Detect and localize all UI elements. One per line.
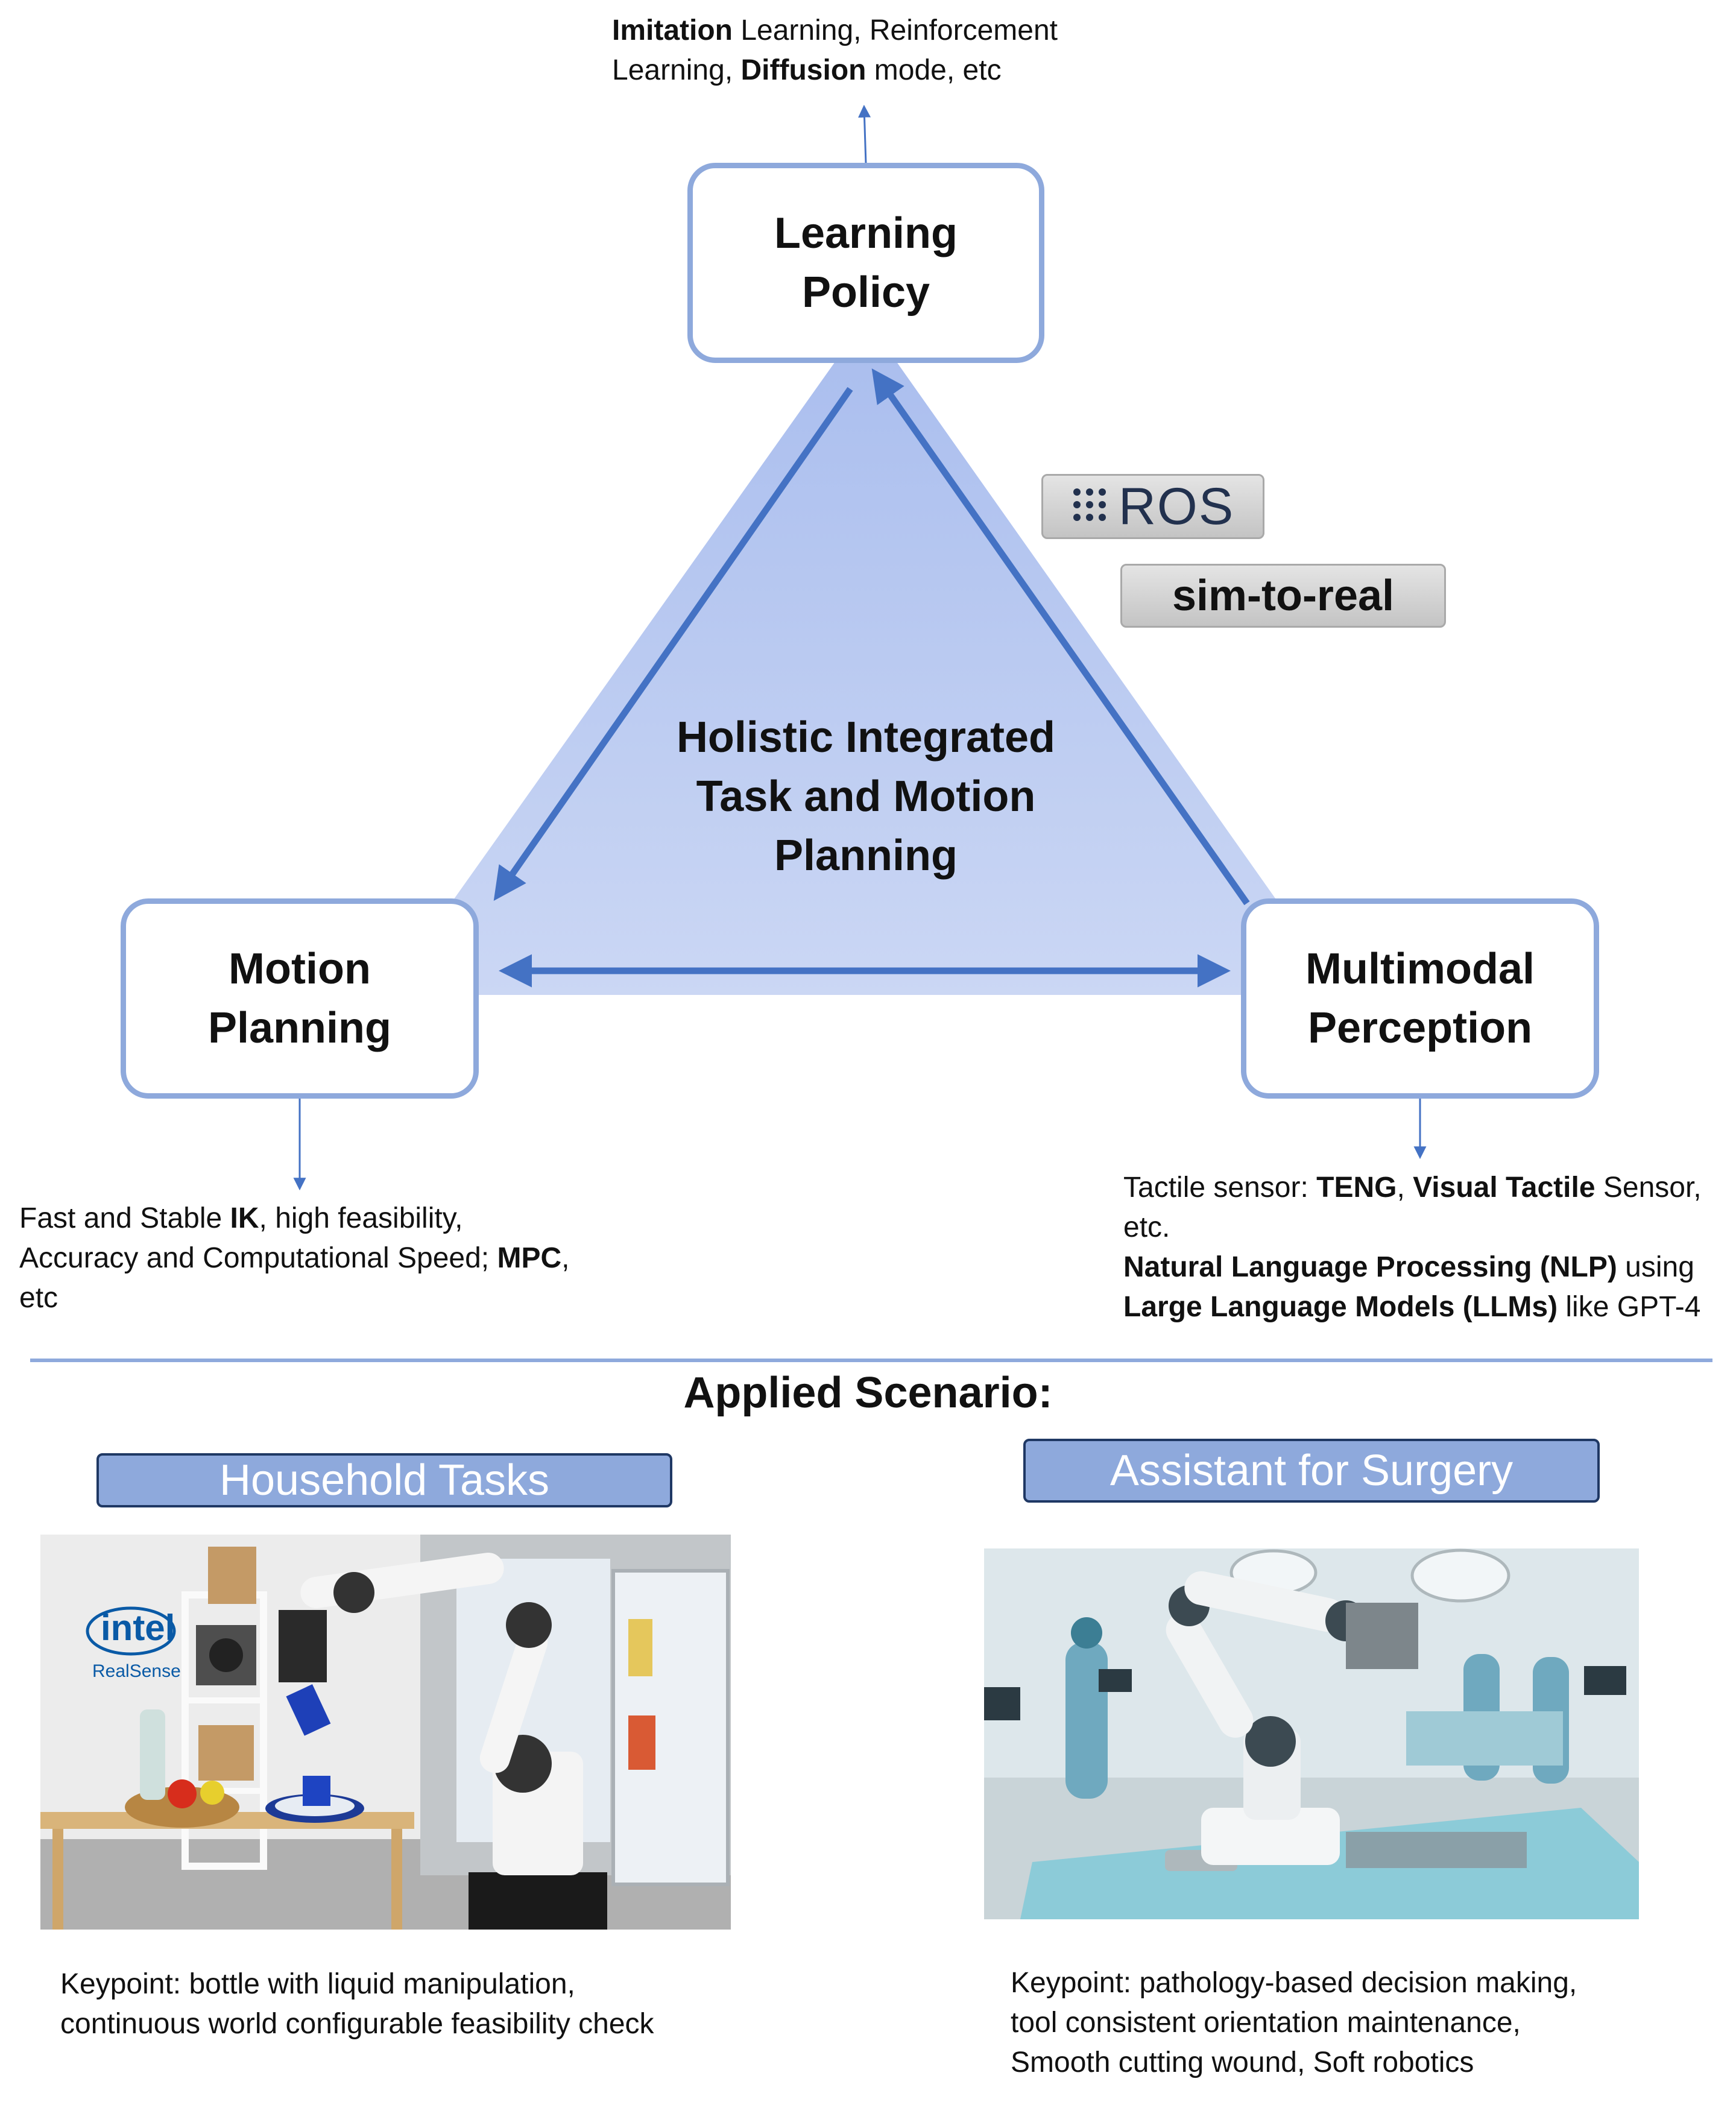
surgery-robot-photo bbox=[984, 1548, 1639, 1919]
center-title: Holistic Integrated Task and Motion Plan… bbox=[676, 713, 1056, 880]
applied-scenario-heading: Applied Scenario: bbox=[683, 1369, 1053, 1417]
surgery-title: Assistant for Surgery bbox=[1023, 1439, 1600, 1503]
household-robot-photo: intel RealSense bbox=[40, 1535, 731, 1930]
sim-to-real-tag: sim-to-real bbox=[1120, 564, 1446, 628]
intel-logo: intel bbox=[101, 1608, 175, 1648]
motion-planning-node: Motion Planning bbox=[121, 898, 479, 1099]
multimodal-perception-node: Multimodal Perception bbox=[1241, 898, 1599, 1099]
arrow-learning-to-motion bbox=[493, 387, 853, 901]
center-triangle bbox=[386, 318, 1343, 995]
ros-tag: ROS bbox=[1041, 474, 1264, 539]
ros-logo-icon bbox=[1073, 488, 1106, 521]
ros-label: ROS bbox=[1118, 477, 1235, 535]
learning-policy-node: Learning Policy bbox=[687, 163, 1044, 363]
household-tasks-title: Household Tasks bbox=[96, 1453, 672, 1507]
surgery-keypoint: Keypoint: pathology-based decision makin… bbox=[1011, 1967, 1577, 2078]
learning-note: Imitation Learning, Reinforcement Learni… bbox=[612, 14, 1058, 86]
household-keypoint: Keypoint: bottle with liquid manipulatio… bbox=[60, 1968, 654, 2040]
perception-note: Tactile sensor: TENG, Visual Tactile Sen… bbox=[1123, 1172, 1702, 1323]
arrow-perception-to-learning bbox=[871, 368, 1250, 906]
realsense-logo-text: RealSense bbox=[92, 1661, 181, 1681]
arrow-learning-note bbox=[858, 104, 871, 165]
motion-note: Fast and Stable IK, high feasibility, Ac… bbox=[19, 1202, 570, 1314]
sim-to-real-label: sim-to-real bbox=[1172, 572, 1395, 620]
